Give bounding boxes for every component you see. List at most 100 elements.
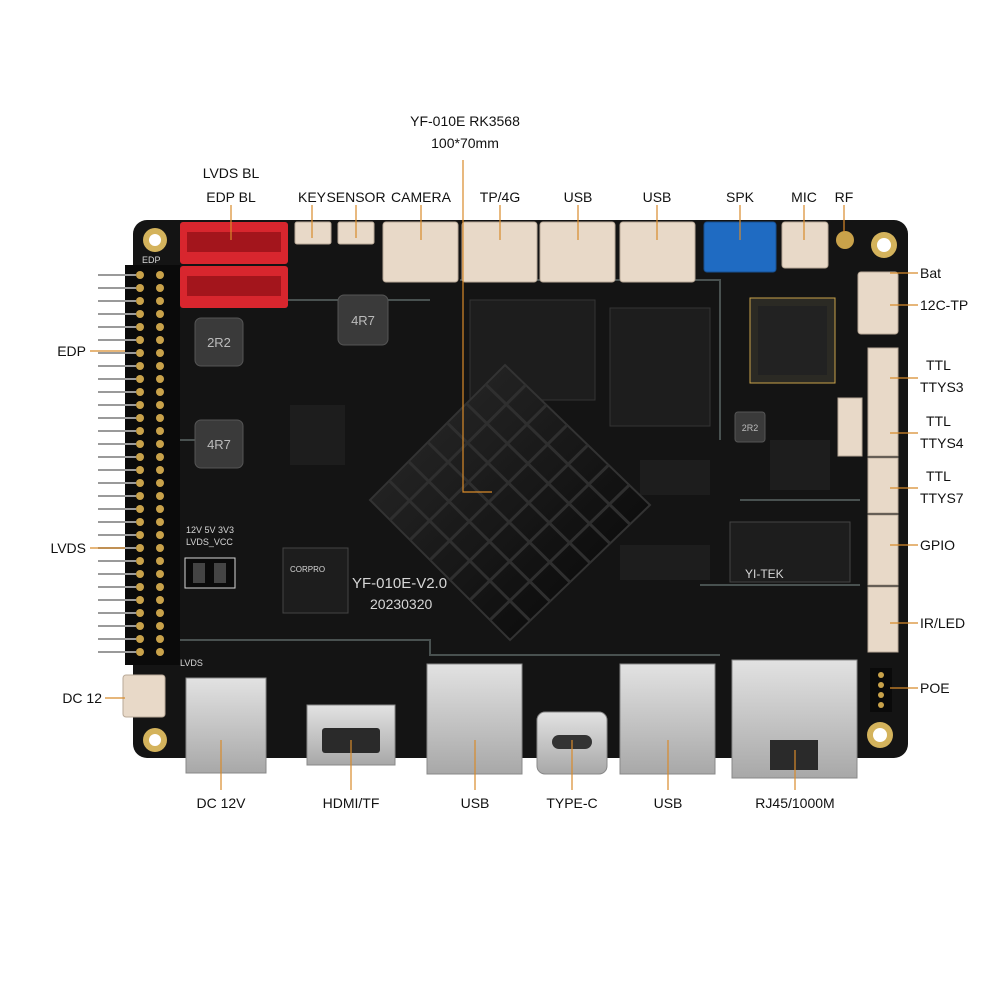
bl-connectors (180, 222, 288, 308)
header-pin (156, 544, 164, 552)
inductor-labels: 2R2 4R7 4R7 2R2 (207, 313, 758, 452)
header-pin (156, 622, 164, 630)
heatsink-fin (408, 403, 548, 542)
label-ttys3: TTYS3 (920, 379, 964, 395)
header-pin (156, 492, 164, 500)
header-pin (136, 492, 144, 500)
header-pin (156, 271, 164, 279)
header-pin (136, 466, 144, 474)
label-tp4g: TP/4G (479, 189, 521, 205)
heatsink-fin (388, 383, 527, 522)
left-pin-headers (98, 265, 180, 665)
silk-date: 20230320 (370, 596, 433, 612)
label-usb-top-1: USB (563, 189, 593, 205)
label-ir-led: IR/LED (920, 615, 966, 631)
label-i2c-tp: 12C-TP (920, 297, 969, 313)
header-pin (156, 635, 164, 643)
jumper-block (184, 557, 236, 589)
label-type-c: TYPE-C (546, 795, 598, 811)
label-spk: SPK (725, 189, 755, 205)
label-edp: EDP (57, 343, 86, 359)
header-pin (156, 596, 164, 604)
label-ttys7: TTYS7 (920, 490, 964, 506)
header-pin (156, 336, 164, 344)
header-pin (156, 297, 164, 305)
leader-lines (90, 160, 918, 790)
label-rj45: RJ45/1000M (755, 795, 835, 811)
label-ttl-4: TTL (926, 413, 951, 429)
header-pin (136, 518, 144, 526)
header-pin (136, 375, 144, 383)
label-gpio: GPIO (920, 537, 956, 553)
header-pin (156, 609, 164, 617)
silk-model: YF-010E-V2.0 (352, 575, 447, 592)
label-usb-top-2: USB (642, 189, 672, 205)
label-dc12v: DC 12V (196, 795, 246, 811)
header-pin (156, 570, 164, 578)
inductor-label: 2R2 (742, 423, 759, 433)
header-pin (136, 271, 144, 279)
header-pin (136, 349, 144, 357)
header-pin (136, 440, 144, 448)
header-pin (156, 531, 164, 539)
label-sensor: SENSOR (326, 189, 386, 205)
label-usb-bottom-2: USB (653, 795, 683, 811)
header-pin (156, 583, 164, 591)
header-pin (156, 505, 164, 513)
inductor-label: 4R7 (207, 437, 231, 452)
heatsink-fin (448, 443, 589, 582)
header-pin (136, 284, 144, 292)
chip-brand: YI-TEK (745, 567, 784, 581)
label-ttys4: TTYS4 (920, 435, 964, 451)
header-pin (156, 323, 164, 331)
label-bat: Bat (920, 265, 942, 281)
label-lvds: LVDS (50, 540, 86, 556)
heatsink-fin (468, 463, 610, 602)
heatsink-fin (407, 460, 552, 603)
header-pin (156, 284, 164, 292)
heatsink (368, 363, 652, 642)
bottom-connectors (122, 659, 858, 779)
label-dc12: DC 12 (62, 690, 102, 706)
header-pin (136, 648, 144, 656)
header-pin (136, 388, 144, 396)
header-pin (156, 648, 164, 656)
label-mic: MIC (791, 189, 817, 205)
header-pin (136, 609, 144, 617)
heatsink-fin (428, 423, 569, 562)
header-pin (136, 427, 144, 435)
heatsink-fin (388, 479, 532, 622)
inductors (194, 294, 766, 469)
label-ttl-7: TTL (926, 468, 951, 484)
header-pin (136, 596, 144, 604)
header-pin (136, 414, 144, 422)
header-pin (136, 453, 144, 461)
heatsink-fin (488, 483, 631, 622)
silk-lvds-vcc: LVDS_VCC (186, 537, 233, 547)
header-pin (156, 557, 164, 565)
chips (282, 297, 851, 614)
header-pin (136, 544, 144, 552)
header-pin (136, 570, 144, 578)
mounting-holes (143, 228, 897, 752)
silkscreen: YF-010E-V2.0 20230320 12V 5V 3V3 LVDS_VC… (142, 255, 784, 668)
label-lvds-bl: LVDS BL (202, 165, 260, 181)
silk-volt: 12V 5V 3V3 (186, 525, 234, 535)
right-connectors (837, 271, 899, 653)
header-pin (156, 479, 164, 487)
board-title-line1: YF-010E RK3568 (410, 113, 520, 129)
top-connectors (294, 221, 829, 283)
heatsink-fin (446, 421, 592, 564)
header-pin (156, 349, 164, 357)
label-edp-bl: EDP BL (206, 189, 256, 205)
header-pin (156, 414, 164, 422)
heatsink-fin (484, 383, 632, 526)
header-pin (136, 362, 144, 370)
board-title-line2: 100*70mm (431, 135, 499, 151)
header-pin (136, 635, 144, 643)
heatsink-fin (465, 402, 612, 545)
inductor-label: 4R7 (351, 313, 375, 328)
header-pin (136, 336, 144, 344)
header-pin (156, 310, 164, 318)
